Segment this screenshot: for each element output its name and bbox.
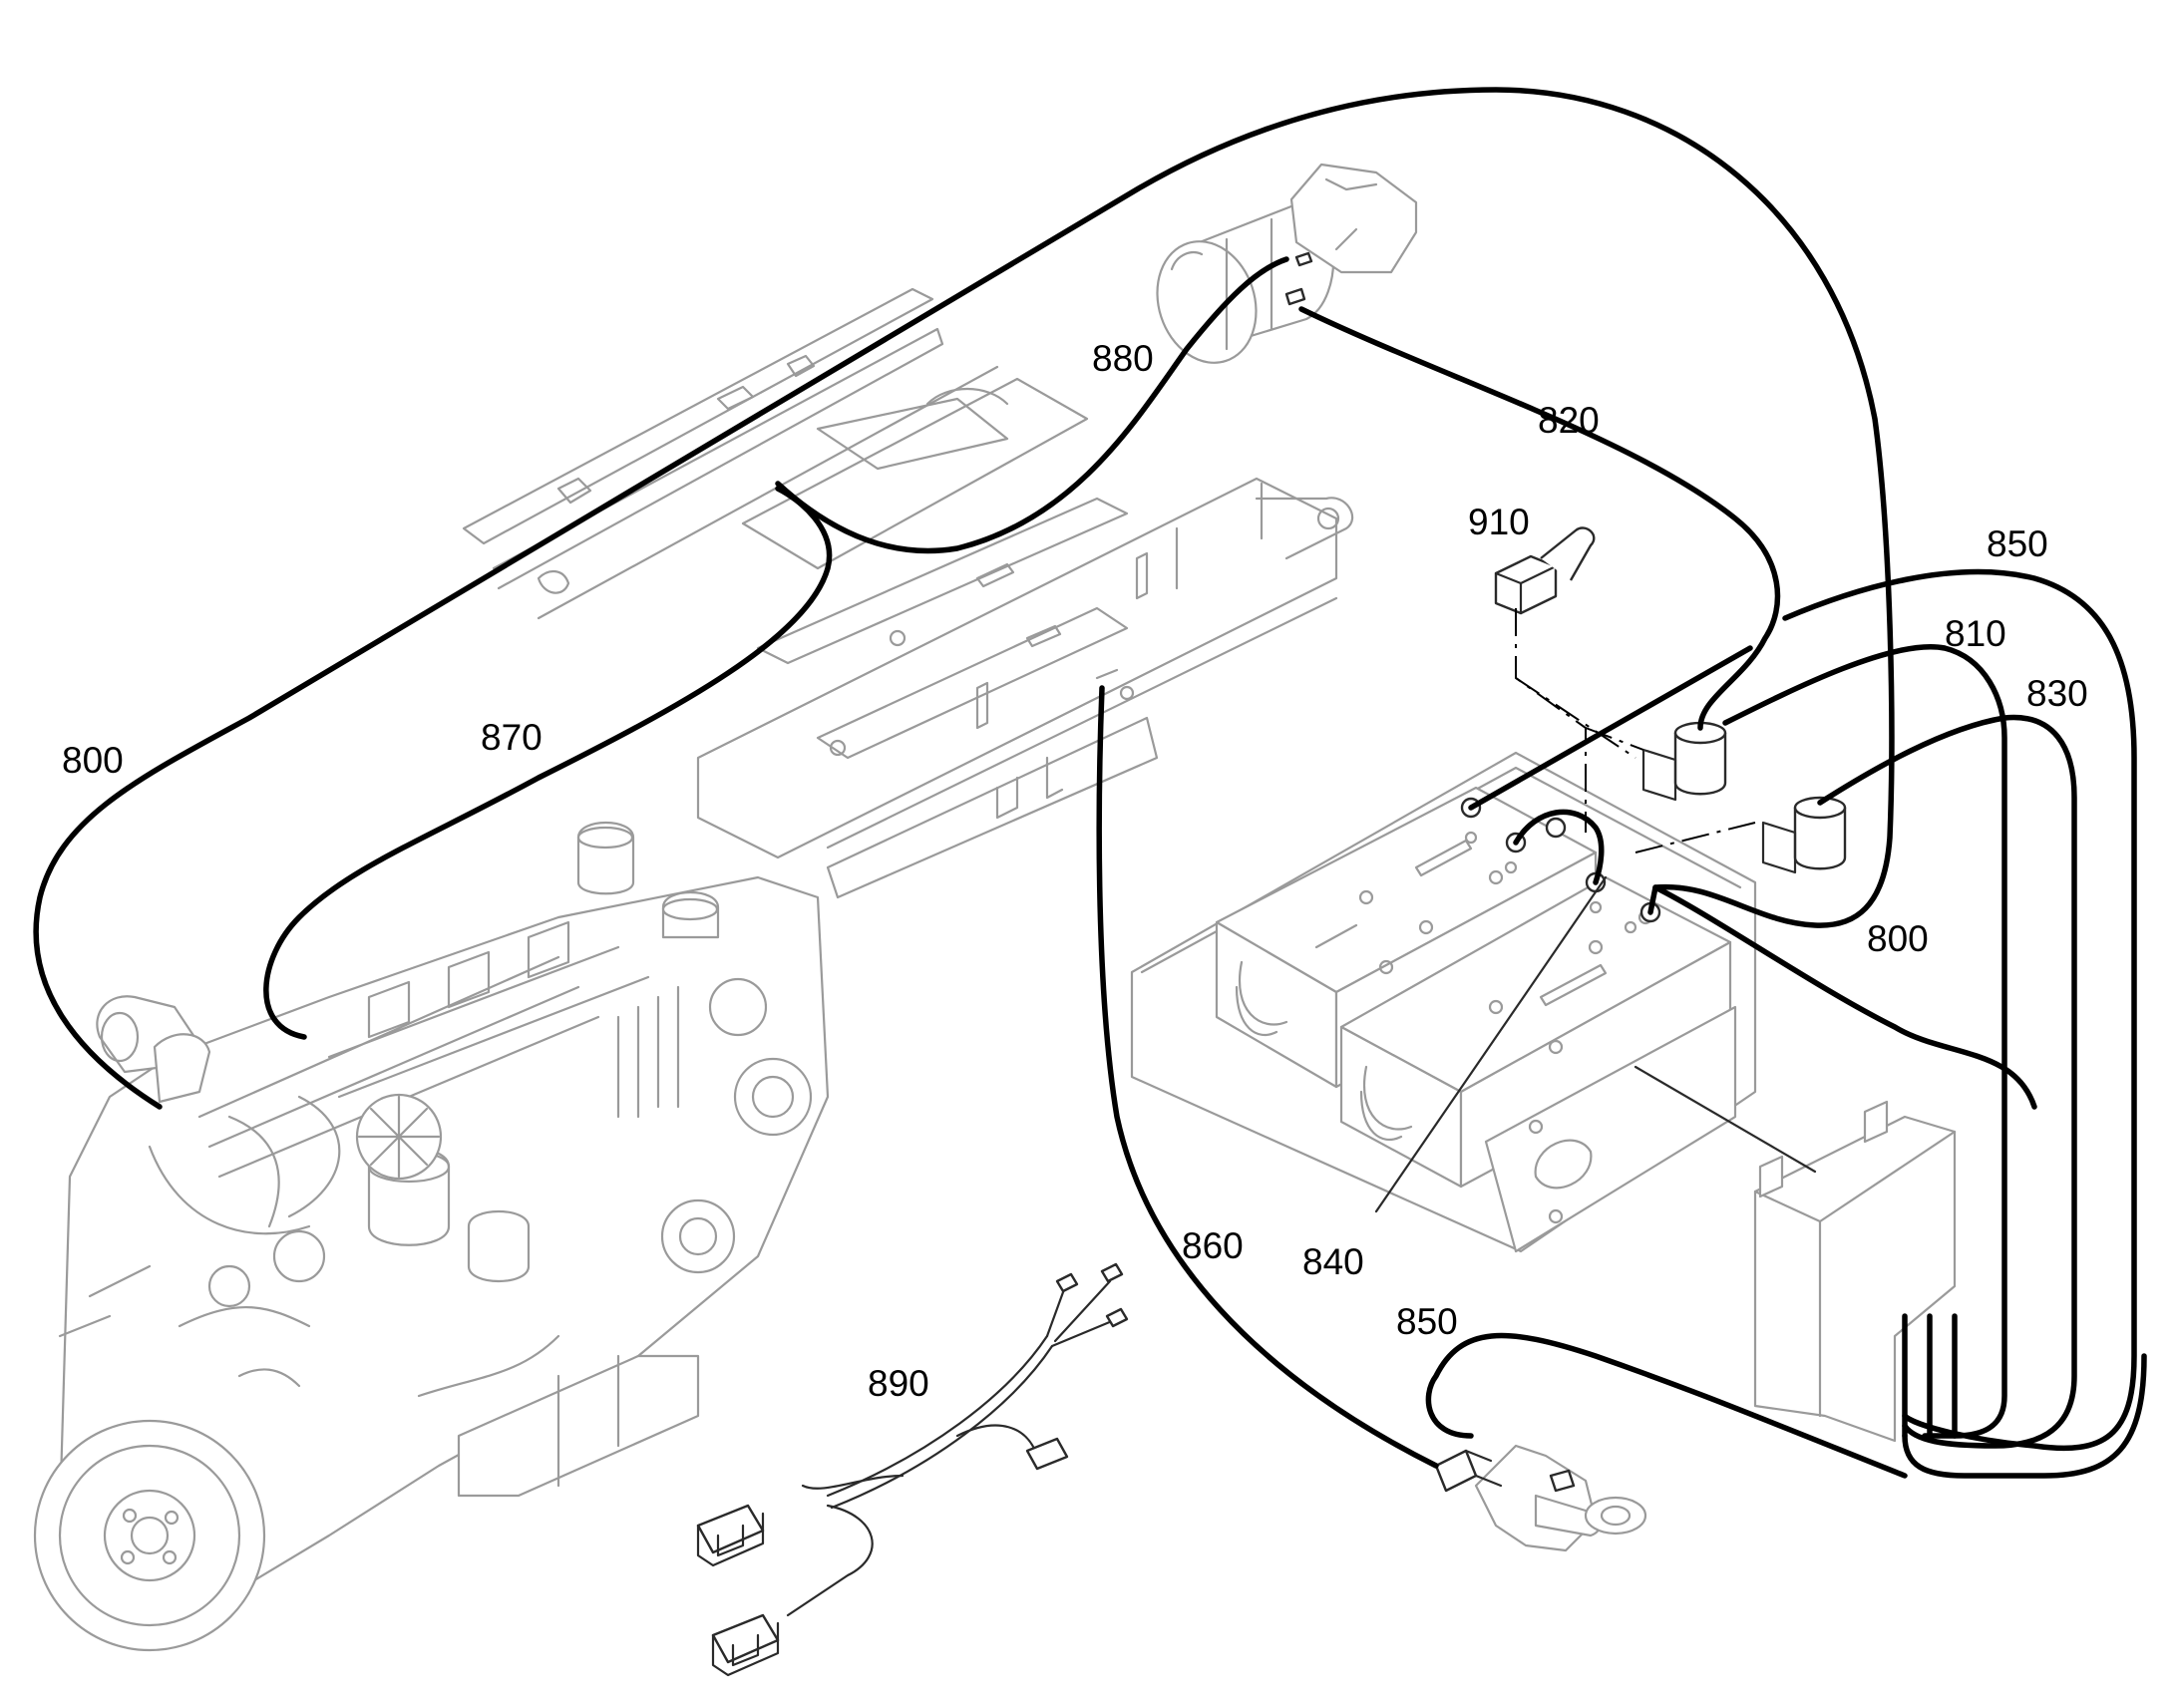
terminal-cap-910 — [1494, 526, 1596, 615]
cable-800 — [33, 87, 1895, 1110]
harness-890 — [696, 1262, 1129, 1677]
callout-810: 810 — [1945, 613, 2006, 654]
cable-860 — [1096, 685, 1439, 1469]
callout-850-top: 850 — [1987, 523, 2048, 564]
cable-830 — [1817, 714, 2077, 1449]
callout-870: 870 — [481, 717, 543, 758]
callout-860: 860 — [1182, 1225, 1244, 1266]
cable-840 — [1513, 809, 1605, 885]
cables — [33, 87, 2147, 1479]
control-box — [1753, 1100, 1957, 1443]
chassis-frame — [462, 287, 1354, 899]
relay-modules — [1641, 721, 1847, 874]
callout-910: 910 — [1468, 502, 1530, 542]
callout-labels: 800 870 880 820 910 850 810 830 800 860 … — [62, 338, 2088, 1404]
callout-800-right: 800 — [1867, 918, 1929, 959]
callout-890: 890 — [868, 1363, 929, 1404]
callout-800-left: 800 — [62, 740, 124, 781]
starter-motor — [1434, 1444, 1647, 1552]
cable-850-bottom — [1425, 1332, 1908, 1479]
air-tank — [1156, 163, 1418, 364]
cable-880 — [775, 256, 1289, 554]
callout-820: 820 — [1538, 400, 1600, 441]
cable-820 — [1298, 306, 1781, 731]
battery-box — [1130, 751, 1757, 1253]
cable-810 — [1722, 644, 2007, 1439]
callout-830: 830 — [2026, 673, 2088, 714]
callout-840: 840 — [1302, 1241, 1364, 1282]
cable-870 — [263, 486, 833, 1040]
callout-850-bottom: 850 — [1396, 1301, 1458, 1342]
dash-dot-leaders — [1515, 608, 1756, 854]
callout-880: 880 — [1092, 338, 1154, 379]
callout-leaders — [1374, 875, 1817, 1213]
